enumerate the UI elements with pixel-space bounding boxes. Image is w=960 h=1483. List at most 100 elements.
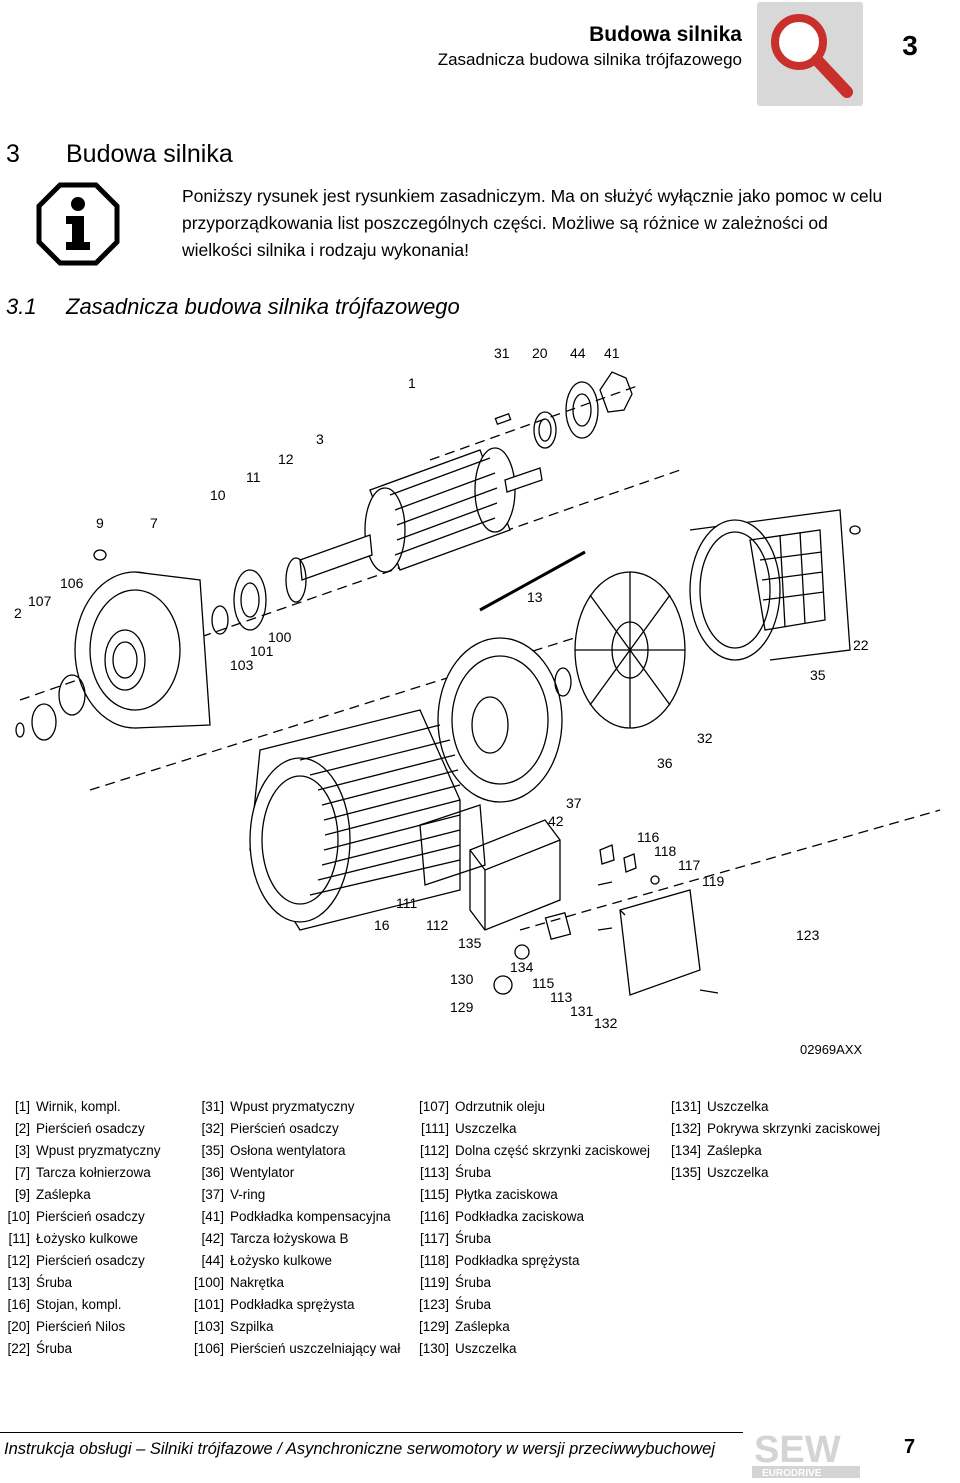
callout-44: 44 [570, 345, 586, 361]
legend-row: [13]Śruba [7, 1275, 73, 1290]
legend-row: [9]Zaślepka [14, 1187, 91, 1202]
callout-1: 1 [408, 375, 416, 391]
callout-117: 117 [678, 857, 701, 873]
legend-row: [103]Szpilka [193, 1319, 274, 1334]
legend-row: [130]Uszczelka [418, 1341, 517, 1356]
legend-row: [100]Nakrętka [193, 1275, 285, 1290]
legend-row: [112]Dolna część skrzynki zaciskowej [419, 1143, 651, 1158]
callout-12: 12 [278, 451, 294, 467]
callout-9: 9 [96, 515, 104, 531]
callout-116: 116 [637, 829, 660, 845]
legend-column-2: [31]Wpust pryzmatyczny [32]Pierścień osa… [186, 1096, 400, 1360]
callout-7: 7 [150, 515, 158, 531]
legend-row: [22]Śruba [7, 1341, 73, 1356]
stator-shape [249, 709, 461, 931]
callout-106: 106 [60, 575, 84, 591]
callout-103: 103 [230, 657, 254, 673]
header-subtitle: Zasadnicza budowa silnika trójfazowego [437, 50, 742, 69]
callout-129: 129 [450, 999, 474, 1015]
subsection-heading: 3.1 Zasadnicza budowa silnika trójfazoweg… [6, 294, 460, 320]
callout-123: 123 [796, 927, 820, 943]
callout-132: 132 [594, 1015, 618, 1031]
legend-column-1: [1]Wirnik, kompl. [2]Pierścień osadczy [… [6, 1096, 161, 1360]
legend-row: [117]Śruba [419, 1231, 492, 1246]
page-number: 7 [904, 1436, 916, 1458]
callout-115: 115 [532, 975, 555, 991]
subsection-title: Zasadnicza budowa silnika trójfazowego [66, 294, 460, 319]
callout-37: 37 [566, 795, 582, 811]
legend-row: [101]Podkładka sprężysta [193, 1297, 355, 1312]
legend-row: [36]Wentylator [201, 1165, 295, 1180]
callout-130: 130 [450, 971, 474, 987]
legend-row: [115]Płytka zaciskowa [419, 1187, 558, 1202]
footer-text: Instrukcja obsługi – Silniki trójfazowe … [4, 1440, 715, 1458]
legend-row: [3]Wpust pryzmatyczny [14, 1143, 161, 1158]
legend-row: [37]V-ring [201, 1187, 266, 1202]
legend-row: [131]Uszczelka [670, 1099, 769, 1114]
legend-row: [111]Uszczelka [420, 1121, 517, 1136]
legend-row: [123]Śruba [418, 1297, 492, 1312]
callout-135: 135 [458, 935, 482, 951]
legend-row: [135]Uszczelka [670, 1165, 769, 1180]
callout-2: 2 [14, 605, 22, 621]
svg-text:SEW: SEW [754, 1430, 841, 1471]
magnifier-icon [757, 2, 863, 106]
legend-row: [42]Tarcza łożyskowa B [201, 1231, 349, 1246]
svg-text:EURODRIVE: EURODRIVE [762, 1468, 822, 1478]
legend-row: [35]Osłona wentylatora [201, 1143, 346, 1158]
callout-35: 35 [810, 667, 826, 683]
legend-row: [12]Pierścień osadczy [7, 1253, 145, 1268]
drawing-code: 02969AXX [800, 1042, 863, 1057]
fan-guard-shape [689, 509, 851, 661]
legend-row: [129]Zaślepka [418, 1319, 510, 1334]
legend-column-3: [107]Odrzutnik oleju [111]Uszczelka [112… [413, 1096, 650, 1360]
callout-31: 31 [494, 345, 510, 361]
callout-118: 118 [654, 843, 677, 859]
info-note: Poniższy rysunek jest rysunkiem zasadnic… [182, 186, 883, 260]
callout-111: 111 [396, 895, 417, 911]
legend-row: [41]Podkładka kompensacyjna [201, 1209, 391, 1224]
legend-row: [132]Pokrywa skrzynki zaciskowej [670, 1121, 881, 1136]
callout-32: 32 [697, 730, 713, 746]
legend-row: [16]Stojan, kompl. [7, 1297, 122, 1312]
callout-22: 22 [853, 637, 869, 653]
callout-131: 131 [570, 1003, 594, 1019]
subsection-number: 3.1 [6, 294, 37, 319]
rotor-shape [299, 447, 543, 581]
legend-row: [107]Odrzutnik oleju [418, 1099, 546, 1114]
callout-134: 134 [510, 959, 534, 975]
chapter-number: 3 [902, 30, 918, 61]
callout-13: 13 [527, 589, 543, 605]
legend-column-4: [131]Uszczelka [132]Pokrywa skrzynki zac… [665, 1096, 880, 1184]
callout-42: 42 [548, 813, 564, 829]
header-title-block: Budowa silnika Zasadnicza budowa silnika… [438, 22, 742, 72]
callout-3: 3 [316, 431, 324, 447]
legend-row: [20]Pierścień Nilos [7, 1319, 126, 1334]
section-number: 3 [6, 140, 20, 168]
callout-11: 11 [246, 469, 261, 485]
callout-100: 100 [268, 629, 292, 645]
callout-113: 113 [550, 989, 573, 1005]
callout-16: 16 [374, 917, 390, 933]
footer-divider [0, 1432, 743, 1433]
callout-107: 107 [28, 593, 52, 609]
section-heading: 3 Budowa silnika [6, 140, 233, 169]
exploded-motor-drawing: 1 31 20 44 41 3 12 11 10 9 7 106 107 2 1… [14, 345, 941, 1031]
section-title: Budowa silnika [66, 140, 233, 168]
callout-10: 10 [210, 487, 226, 503]
legend-row: [31]Wpust pryzmatyczny [201, 1099, 355, 1114]
legend-row: [10]Pierścień osadczy [7, 1209, 145, 1224]
legend-row: [113]Śruba [419, 1165, 492, 1180]
sew-eurodrive-logo: SEW EURODRIVE [752, 1429, 862, 1483]
legend-row: [1]Wirnik, kompl. [14, 1099, 121, 1114]
legend-row: [119]Śruba [419, 1275, 492, 1290]
callout-41: 41 [604, 345, 620, 361]
legend-row: [32]Pierścień osadczy [201, 1121, 339, 1136]
legend-row: [134]Zaślepka [670, 1143, 762, 1158]
legend-row: [2]Pierścień osadczy [14, 1121, 145, 1136]
callout-101: 101 [250, 643, 274, 659]
callout-36: 36 [657, 755, 673, 771]
legend-row: [106]Pierścień uszczelniający wał [193, 1341, 401, 1356]
legend-row: [44]Łożysko kulkowe [201, 1253, 333, 1268]
legend-row: [7]Tarcza kołnierzowa [14, 1165, 151, 1180]
